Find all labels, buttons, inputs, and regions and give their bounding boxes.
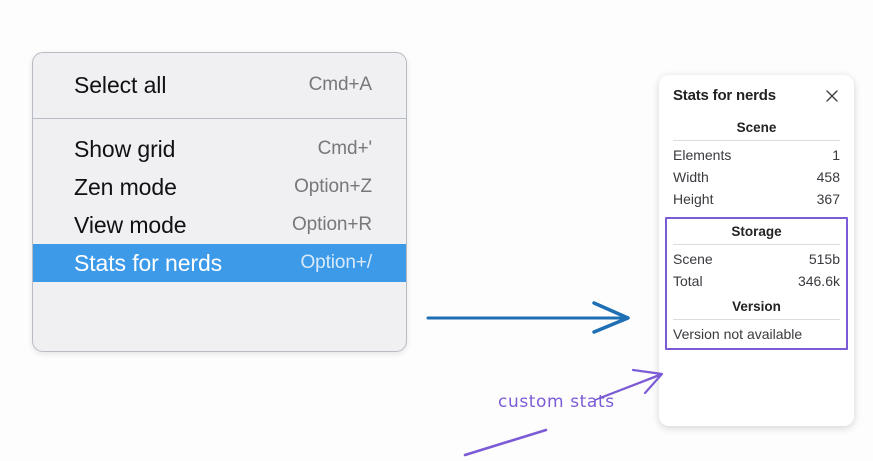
menu-item-shortcut: Option+Z [294, 176, 372, 197]
menu-item-shortcut: Cmd+' [317, 138, 372, 159]
stat-row: Height 367 [673, 188, 840, 210]
menu-divider [33, 118, 406, 119]
menu-group-1: Select all Cmd+A [33, 53, 406, 118]
menu-item-show-grid[interactable]: Show grid Cmd+' [33, 130, 406, 168]
stat-value: 1 [832, 147, 840, 163]
stat-label: Width [673, 169, 709, 185]
menu-item-view-mode[interactable]: View mode Option+R [33, 206, 406, 244]
annotation-label-custom-stats: custom stats [498, 392, 615, 412]
canvas-context-menu[interactable]: Select all Cmd+A Show grid Cmd+' Zen mod… [32, 52, 407, 352]
stat-row: Elements 1 [673, 144, 840, 166]
panel-title: Stats for nerds [673, 87, 776, 104]
section-heading: Scene [736, 120, 777, 135]
section-storage: Storage Scene 515b Total 346.6k [673, 222, 840, 292]
menu-item-label: Select all [74, 71, 167, 98]
stat-value: 346.6k [797, 273, 840, 289]
panel-header: Stats for nerds [673, 87, 840, 104]
menu-item-shortcut: Option+R [292, 214, 372, 235]
menu-item-shortcut: Option+/ [300, 252, 372, 273]
stat-label: Elements [673, 147, 732, 163]
menu-item-label: View mode [74, 211, 187, 238]
stat-row: Scene 515b [673, 248, 840, 270]
stat-label: Height [673, 191, 714, 207]
stat-value: 367 [816, 191, 840, 207]
menu-group-2: Show grid Cmd+' Zen mode Option+Z View m… [33, 119, 406, 298]
stat-label: Scene [673, 251, 713, 267]
section-version: Version Version not available [673, 292, 840, 343]
menu-item-shortcut: Cmd+A [308, 74, 372, 95]
menu-footer-spacer [33, 282, 406, 298]
close-icon[interactable] [824, 88, 840, 104]
stat-row: Width 458 [673, 166, 840, 188]
stats-for-nerds-panel: Stats for nerds Scene Elements 1 Width 4… [659, 75, 854, 426]
menu-item-stats-for-nerds[interactable]: Stats for nerds Option+/ [33, 244, 406, 282]
menu-item-label: Zen mode [74, 173, 177, 200]
stat-value: 515b [808, 251, 840, 267]
stat-label: Total [673, 273, 703, 289]
custom-stats-highlight-box: Storage Scene 515b Total 346.6k Version … [665, 217, 848, 350]
version-text: Version not available [673, 326, 803, 342]
section-heading: Version [732, 299, 781, 314]
menu-item-label: Stats for nerds [74, 249, 223, 276]
blue-arrow [426, 301, 630, 334]
purple-underline-stroke [463, 428, 548, 457]
stat-row: Total 346.6k [673, 270, 840, 292]
menu-item-zen-mode[interactable]: Zen mode Option+Z [33, 168, 406, 206]
section-rule [673, 319, 840, 320]
section-rule [673, 140, 840, 141]
section-heading: Storage [731, 224, 782, 239]
menu-item-label: Show grid [74, 135, 176, 162]
section-rule [673, 244, 840, 245]
menu-item-select-all[interactable]: Select all Cmd+A [33, 66, 406, 104]
stat-value: 458 [816, 169, 840, 185]
section-scene: Scene Elements 1 Width 458 Height 367 [673, 118, 840, 210]
